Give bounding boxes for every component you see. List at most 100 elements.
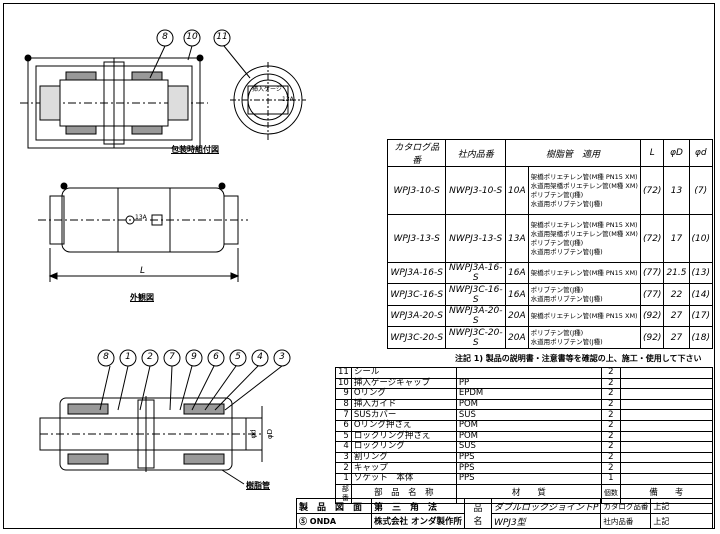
spec-pipes: ポリブテン管(J種) 水道用ポリブテン管(J種) (527, 283, 641, 306)
spec-pipe: 水道用架橋ポリエチレン管(M種 XM) (530, 229, 638, 238)
spec-size: 10A (505, 166, 529, 215)
part-name: シール (350, 367, 457, 379)
top-section-view (20, 54, 208, 149)
dim-L-label: L (140, 266, 146, 276)
part-remark (619, 409, 714, 421)
spec-size: 13A (505, 214, 529, 263)
part-name: Oリング押さえ (350, 419, 457, 432)
part-no: 3 (335, 451, 352, 464)
spec-row: WPJ3C-16-S NWPJ3C-16-S 16A ポリブテン管(J種) 水道… (386, 283, 713, 306)
part-name: Oリング (350, 388, 457, 400)
part-no: 4 (335, 441, 352, 453)
part-no: 9 (335, 388, 352, 400)
part-qty: 2 (600, 441, 621, 453)
spec-pipe: ポリブテン管(J種) (530, 190, 584, 199)
spec-pipe: 水道用ポリブテン管(J種) (530, 199, 603, 208)
spec-internal: NWPJ3C-20-S (445, 326, 507, 349)
spec-D: 27 (663, 305, 690, 327)
part-name: キャップ (350, 462, 457, 474)
spec-pipe: 水道用ポリブテン管(J種) (530, 247, 603, 256)
balloon-11-top: 11 (216, 32, 228, 42)
spec-pipe: ポリブテン管(J種) (530, 285, 584, 294)
spec-internal: NWPJ3A-16-S (445, 262, 507, 284)
spec-L: (72) (639, 214, 665, 263)
part-no: 2 (335, 462, 352, 474)
spec-row: WPJ3C-20-S NWPJ3C-20-S 20A ポリブテン管(J種) 水道… (386, 326, 713, 349)
spec-internal: NWPJ3-10-S (445, 166, 507, 215)
label-outline-view: 外観図 (130, 293, 154, 302)
part-no: 6 (335, 419, 352, 432)
part-remark (619, 462, 714, 474)
outline-view (38, 182, 248, 282)
spec-internal: NWPJ3C-16-S (445, 283, 507, 306)
part-qty: 2 (600, 377, 621, 390)
part-material: PP (455, 377, 602, 390)
part-name: ロックリング (350, 441, 457, 453)
spec-pipes: 架橋ポリエチレン管(M種 PN15 XM) (527, 305, 641, 327)
spec-pipes: 架橋ポリエチレン管(M種 PN15 XM) (527, 262, 641, 284)
title-name-label: 品 名 (463, 498, 492, 529)
label-resin-pipe: 樹脂管 (246, 481, 270, 490)
spec-size: 20A (505, 305, 529, 327)
part-qty: 1 (600, 472, 621, 485)
balloon-bottom-1: 8 (103, 352, 109, 362)
part-qty: 2 (600, 462, 621, 474)
spec-pipe: 架橋ポリエチレン管(M種 PN15 XM) (530, 172, 638, 181)
part-qty: 2 (600, 419, 621, 432)
spec-pipe: ポリブテン管(J種) (530, 238, 584, 247)
spec-L: (77) (639, 262, 665, 284)
dim-phiD-label: φD (266, 428, 275, 440)
part-material: POM (455, 398, 602, 411)
spec-L: (92) (639, 305, 665, 327)
spec-catalog: WPJ3C-20-S (386, 326, 447, 349)
spec-pipes: ポリブテン管(J種) 水道用ポリブテン管(J種) (527, 326, 641, 349)
spec-size: 16A (505, 262, 529, 284)
balloon-bottom-6: 6 (213, 352, 219, 362)
balloon-bottom-4: 7 (169, 352, 175, 362)
label-packaging-view: 包装時組付図 (171, 145, 219, 154)
balloon-bottom-5: 9 (191, 352, 197, 362)
balloon-bottom-8: 4 (257, 352, 263, 362)
title-catalog-label: カタログ品番 (600, 498, 652, 514)
onda-logo-text: ONDA (309, 516, 337, 526)
title-drawing-label: 製 品 図 面 (296, 498, 372, 514)
part-qty: 2 (600, 367, 621, 379)
part-no: 10 (335, 377, 352, 390)
part-remark (619, 430, 714, 443)
spec-d: (13) (688, 262, 713, 284)
balloon-10-top: 10 (186, 32, 198, 42)
part-remark (619, 419, 714, 432)
part-no: 5 (335, 430, 352, 443)
spec-pipe: 水道用ポリブテン管(J種) (530, 337, 603, 346)
spec-d: (18) (688, 326, 713, 349)
spec-internal: NWPJ3-13-S (445, 214, 507, 263)
part-material: POM (455, 430, 602, 443)
spec-catalog: WPJ3A-16-S (386, 262, 447, 284)
part-name: SUSカバー (350, 409, 457, 421)
part-qty: 2 (600, 398, 621, 411)
spec-D: 21.5 (663, 262, 690, 284)
spec-pipe: 水道用架橋ポリエチレン管(M種 XM) (530, 181, 638, 190)
balloon-bottom-9: 3 (279, 352, 285, 362)
spec-row: WPJ3-13-S NWPJ3-13-S 13A 架橋ポリエチレン管(M種 PN… (386, 214, 713, 263)
title-internal-value: 上記 (650, 513, 713, 529)
part-no: 1 (335, 472, 352, 485)
spec-header-pipe: 樹脂管 適用 (505, 139, 641, 167)
spec-L: (72) (639, 166, 665, 215)
spec-D: 22 (663, 283, 690, 306)
title-block: 製 品 図 面 第 三 角 法 品 名 ダブルロックジョイントP カタログ品番 … (296, 498, 713, 529)
part-qty: 2 (600, 451, 621, 464)
spec-L: (92) (639, 326, 665, 349)
spec-D: 27 (663, 326, 690, 349)
part-remark (619, 388, 714, 400)
part-qty: 2 (600, 388, 621, 400)
spec-row: WPJ3-10-S NWPJ3-10-S 10A 架橋ポリエチレン管(M種 PN… (386, 166, 713, 215)
